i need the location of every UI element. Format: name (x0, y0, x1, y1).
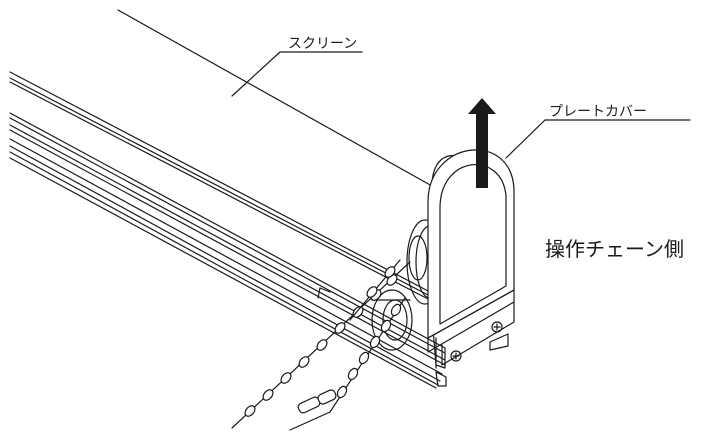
screw-icon (491, 321, 503, 333)
up-arrow-icon (468, 98, 496, 188)
screen-fabric (9, 9, 433, 293)
bottom-rail (9, 77, 447, 389)
bead-chain (231, 259, 411, 431)
leader-lines (231, 51, 691, 159)
label-screen: スクリーン (288, 36, 358, 52)
screw-icon (450, 350, 462, 362)
plate-cover (427, 149, 515, 366)
label-operation-chain-side: 操作チェーン側 (545, 237, 684, 261)
label-plate-cover: プレートカバー (549, 104, 647, 120)
